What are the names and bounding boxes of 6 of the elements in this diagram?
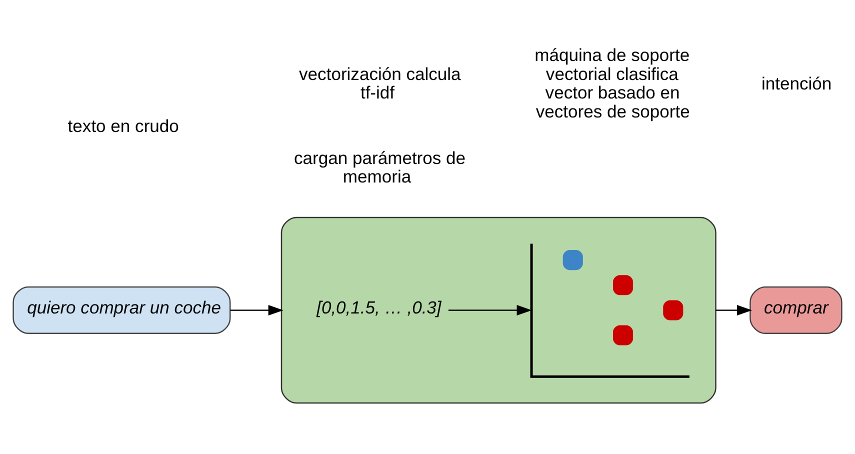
- label: cargan parámetros de memoria: [294, 147, 466, 186]
- label: intención: [762, 72, 832, 93]
- label: vectorización calcula tf-idf: [299, 63, 461, 102]
- label: texto en crudo: [68, 115, 179, 136]
- label: máquina de soporte vectorial clasifica vector basado en vectores de soporte: [534, 44, 690, 121]
- node-text: [0,0,1.5, … ,0.3]: [316, 297, 442, 318]
